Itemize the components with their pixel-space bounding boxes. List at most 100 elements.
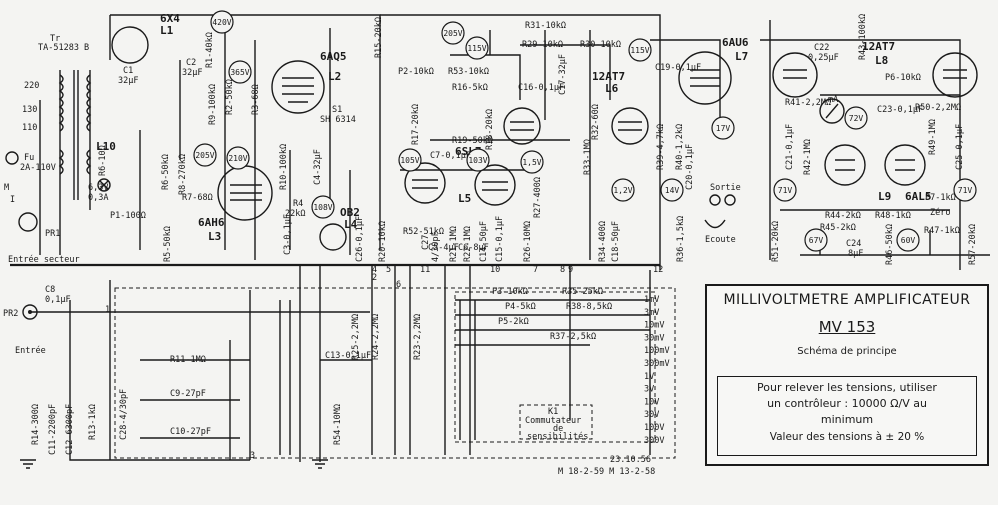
subtitle: Schéma de principe <box>797 346 897 357</box>
label-c12: C12-6300pF <box>65 404 75 455</box>
label-c1v: 32µF <box>118 76 138 86</box>
voltage-label-10: 1,5V <box>522 158 541 167</box>
label-date2: M 18-2-59 M 13-2-58 <box>558 467 655 477</box>
label-entree: Entrée <box>15 345 46 356</box>
tube-6sl7-b <box>474 164 516 206</box>
range-5: 300mV <box>644 359 670 369</box>
model-number: MV 153 <box>818 318 876 336</box>
range-2: 10mV <box>644 321 664 331</box>
label-r52: R52-51kΩ <box>403 227 444 237</box>
tube-6al5-b <box>884 144 926 186</box>
label-r21: R21-1MΩ <box>449 226 459 262</box>
tube-name-10: 12AT7 <box>592 70 625 83</box>
tube-name-0: 6X4 <box>160 12 180 25</box>
label-r47: R47-1kΩ <box>924 226 960 236</box>
voltage-marker-5 <box>441 21 465 45</box>
label-zero: Zéro <box>930 207 950 218</box>
note-line-1: Pour relever les tensions, utiliser <box>757 381 937 394</box>
label-c23: C23-0,1µF <box>877 105 923 115</box>
voltage-label-9: 103V <box>468 156 487 165</box>
label-r22: R22-1MΩ <box>463 226 473 262</box>
label-r41: R41-2,2MΩ <box>785 98 831 108</box>
voltage-marker-16 <box>953 178 977 202</box>
label-r17: R17-20kΩ <box>411 104 421 145</box>
lamp-current: 0,3A <box>88 193 108 203</box>
label-k1: K1 <box>548 407 558 417</box>
voltage-marker-15 <box>773 178 797 202</box>
voltage-label-17: 67V <box>809 236 824 245</box>
label-c18: C18-50µF <box>611 221 621 262</box>
label-r43: R43-100kΩ <box>858 14 868 60</box>
label-r32: R32-60Ω <box>591 104 601 140</box>
tube-name-11: L6 <box>605 82 619 95</box>
tube-name-16: 6AL5 <box>905 190 932 203</box>
tube-name-12: 6AU6 <box>722 36 749 49</box>
tube-name-2: 6AQ5 <box>320 50 347 63</box>
mains-input-label: Entrée secteur <box>8 254 80 265</box>
label-r4: R4 <box>293 199 303 209</box>
tube-name-9: L5 <box>458 192 471 205</box>
label-c15: C15-0,1µF <box>495 216 505 262</box>
voltage-marker-10 <box>520 150 544 174</box>
voltage-label-14: 72V <box>849 114 864 123</box>
label-ecoute: Ecoute <box>705 235 736 245</box>
range-10: 100V <box>644 423 664 433</box>
range-4: 100mV <box>644 346 670 356</box>
label-r51: R51-20kΩ <box>771 221 781 262</box>
voltage-marker-12 <box>660 178 684 202</box>
label-r19: R19-50kΩ <box>452 136 493 146</box>
label-sortie: Sortie <box>710 183 741 193</box>
label-c8v: 0,1µF <box>45 295 71 305</box>
voltage-label-0: 420V <box>212 18 231 27</box>
label-r25: R25-2,2MΩ <box>351 314 361 360</box>
range-9: 30V <box>644 410 659 420</box>
node-5: 6 <box>396 280 401 290</box>
voltage-marker-2 <box>193 143 217 167</box>
transformer-ref: Tr <box>50 34 60 44</box>
label-c2v: 32µF <box>182 68 202 78</box>
label-c27: C27 <box>421 235 431 250</box>
tube-name-4: 6AH6 <box>198 216 225 229</box>
label-r11: R11-1MΩ <box>170 355 206 365</box>
tube-name-13: L7 <box>735 50 748 63</box>
label-r29: R29-10kΩ <box>522 40 563 50</box>
wiring <box>10 14 990 462</box>
note-line-3: minimum <box>820 413 874 426</box>
label-c1: C1 <box>123 66 133 76</box>
voltage-marker-11 <box>611 178 635 202</box>
label-r26: R26-10MΩ <box>523 221 533 262</box>
label-r34: R34-400Ω <box>598 221 608 262</box>
voltage-label-15: 71V <box>778 186 793 195</box>
label-r23: R23-2,2MΩ <box>413 314 423 360</box>
switch-contacts <box>279 300 476 455</box>
mains-tap-1: 130 <box>22 105 37 115</box>
voltage-marker-3 <box>226 146 250 170</box>
label-c3: C3-0,1µF <box>283 214 293 255</box>
label-c9: C9-27pF <box>170 389 206 399</box>
label-c24: C24 <box>846 239 861 249</box>
label-r13: R13-1kΩ <box>88 404 98 440</box>
tube-6au6 <box>678 51 732 105</box>
voltage-label-4: 108V <box>313 203 332 212</box>
voltage-label-5: 205V <box>443 29 462 38</box>
label-k1c: sensibilités <box>527 431 588 442</box>
node-6: 7 <box>533 265 538 275</box>
lamp-voltage: 6,3V <box>88 183 108 193</box>
label-r42: R42-1MΩ <box>803 139 813 175</box>
label-r7: R7-68Ω <box>182 193 213 203</box>
output-jacks <box>704 194 736 229</box>
node-9: 10 <box>490 265 500 275</box>
label-c28: C28-4/30pF <box>119 389 129 440</box>
mains-tap-2: 110 <box>22 123 37 133</box>
range-6: 1V <box>644 372 654 382</box>
voltage-label-2: 205V <box>195 151 214 160</box>
fuse-rating: 2A-110V <box>20 163 56 173</box>
node-3: 4 <box>372 265 377 275</box>
label-r1: R1-40kΩ <box>205 32 215 68</box>
label-s1v: SH 6314 <box>320 115 356 125</box>
sensitivity-switch-frame <box>114 287 676 459</box>
label-s1: S1 <box>332 105 342 115</box>
label-r18: R18-20kΩ <box>485 109 495 150</box>
label-pr2: PR2 <box>3 309 18 319</box>
label-c22v: 0,25µF <box>808 53 839 63</box>
